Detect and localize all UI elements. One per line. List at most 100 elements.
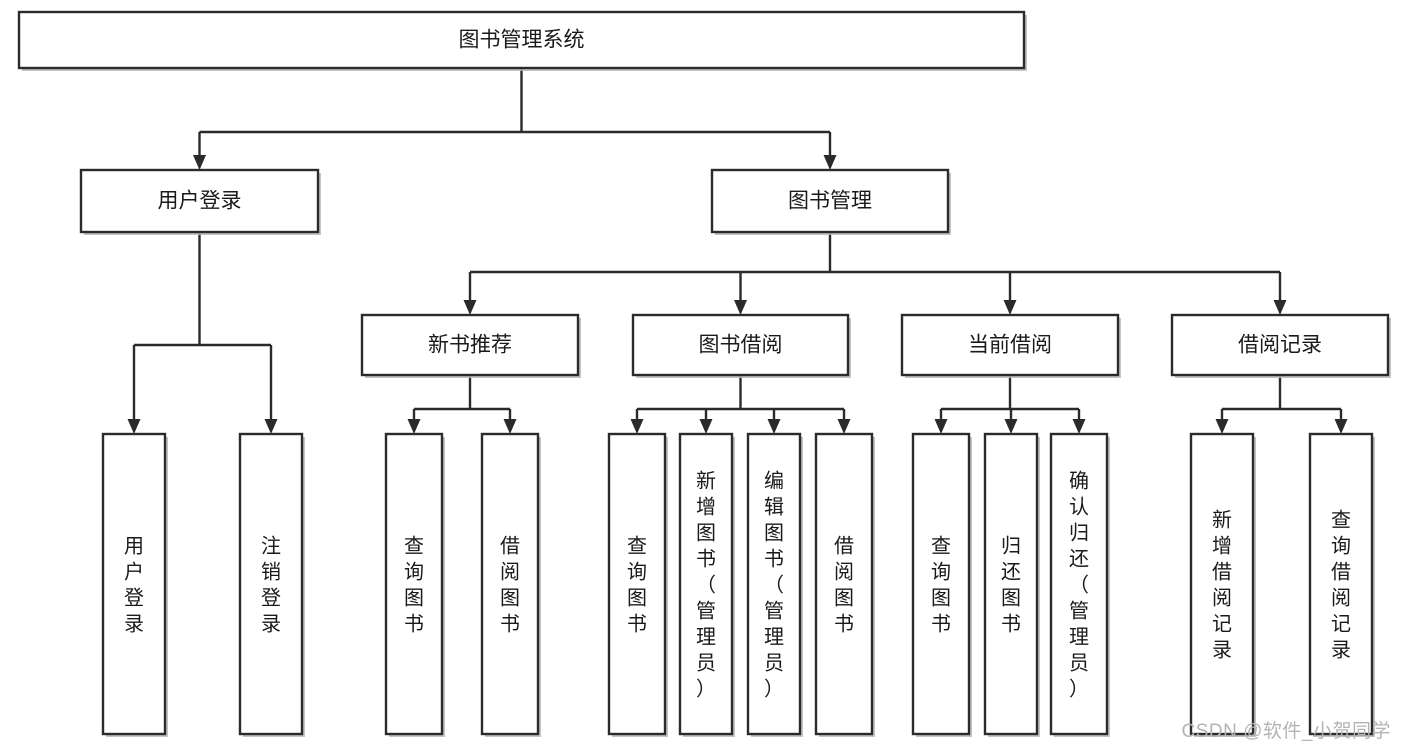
book-management-to-level3-arrow-1 bbox=[734, 300, 747, 315]
current-borrow-arrow-0 bbox=[934, 419, 948, 434]
current-borrow-arrow-1 bbox=[1004, 419, 1018, 434]
svg-text:图: 图 bbox=[764, 522, 784, 544]
current-borrow-arrow-2 bbox=[1072, 419, 1086, 434]
svg-text:书: 书 bbox=[834, 612, 854, 635]
node-box-current-borrow[interactable] bbox=[900, 313, 1120, 377]
svg-text:归: 归 bbox=[1069, 521, 1089, 544]
svg-text:书: 书 bbox=[627, 612, 647, 635]
node-boxes: 图书管理系统用户登录图书管理新书推荐图书借阅当前借阅借阅记录用户登录注销登录查询… bbox=[17, 10, 1391, 737]
svg-text:）: ） bbox=[764, 677, 784, 700]
leaf-box-user-login-1[interactable] bbox=[238, 432, 304, 736]
svg-text:辑: 辑 bbox=[764, 495, 784, 518]
svg-text:询: 询 bbox=[1331, 534, 1351, 557]
svg-text:录: 录 bbox=[1212, 639, 1232, 661]
leaf-box-book-borrow-3[interactable] bbox=[814, 432, 874, 736]
borrow-record-arrow-1 bbox=[1334, 419, 1348, 434]
node-label-book-management: 图书管理 bbox=[788, 190, 872, 213]
leaf-box-current-borrow-0[interactable] bbox=[911, 432, 971, 736]
svg-text:图: 图 bbox=[627, 587, 647, 609]
book-management-to-level3-arrow-3 bbox=[1273, 300, 1287, 315]
svg-text:户: 户 bbox=[124, 560, 144, 583]
svg-text:（: （ bbox=[1069, 573, 1089, 596]
book-borrow-arrow-0 bbox=[630, 419, 644, 434]
svg-text:编: 编 bbox=[764, 469, 784, 492]
svg-text:借: 借 bbox=[834, 534, 854, 557]
node-label-user-login: 用户登录 bbox=[158, 190, 242, 213]
svg-text:新: 新 bbox=[1212, 508, 1232, 531]
svg-text:图: 图 bbox=[696, 522, 716, 544]
book-management-to-level3-arrow-0 bbox=[463, 300, 477, 315]
svg-text:管: 管 bbox=[1069, 599, 1089, 622]
svg-text:登: 登 bbox=[261, 586, 281, 609]
node-box-new-book-recommend[interactable] bbox=[360, 313, 580, 377]
leaf-box-current-borrow-2[interactable] bbox=[1049, 432, 1109, 736]
node-label-current-borrow: 当前借阅 bbox=[968, 334, 1052, 357]
svg-text:书: 书 bbox=[931, 612, 951, 635]
svg-text:认: 认 bbox=[1069, 495, 1089, 518]
svg-text:询: 询 bbox=[931, 560, 951, 583]
book-borrow-arrow-2 bbox=[767, 419, 781, 434]
svg-text:查: 查 bbox=[404, 534, 424, 557]
svg-text:登: 登 bbox=[124, 586, 144, 609]
svg-text:管: 管 bbox=[764, 599, 784, 622]
node-box-user-login[interactable] bbox=[79, 168, 320, 234]
leaf-box-book-borrow-2[interactable] bbox=[746, 432, 802, 736]
svg-text:图: 图 bbox=[931, 587, 951, 609]
svg-text:图: 图 bbox=[404, 587, 424, 609]
svg-text:阅: 阅 bbox=[1212, 586, 1232, 609]
svg-text:书: 书 bbox=[1001, 612, 1021, 635]
svg-text:确: 确 bbox=[1069, 469, 1089, 492]
leaf-box-borrow-record-0[interactable] bbox=[1189, 432, 1255, 736]
svg-text:理: 理 bbox=[764, 626, 784, 648]
root-to-level2-arrow-0 bbox=[193, 155, 206, 170]
node-label-new-book-recommend: 新书推荐 bbox=[428, 334, 512, 357]
leaf-box-book-borrow-1[interactable] bbox=[678, 432, 734, 736]
svg-text:还: 还 bbox=[1001, 560, 1021, 583]
svg-text:增: 增 bbox=[696, 495, 716, 518]
svg-text:图: 图 bbox=[500, 587, 520, 609]
node-box-book-borrow[interactable] bbox=[631, 313, 850, 377]
svg-text:录: 录 bbox=[261, 613, 281, 635]
leaf-box-current-borrow-1[interactable] bbox=[983, 432, 1039, 736]
svg-text:录: 录 bbox=[124, 613, 144, 635]
svg-text:（: （ bbox=[764, 573, 784, 596]
root-to-level2-arrow-1 bbox=[823, 155, 837, 170]
new-book-recommend-arrow-0 bbox=[407, 419, 421, 434]
root-node-box[interactable] bbox=[17, 10, 1026, 70]
svg-text:借: 借 bbox=[1212, 560, 1232, 583]
svg-text:阅: 阅 bbox=[1331, 586, 1351, 609]
svg-text:图: 图 bbox=[1001, 587, 1021, 609]
svg-text:理: 理 bbox=[696, 626, 716, 648]
node-box-borrow-record[interactable] bbox=[1170, 313, 1390, 377]
svg-text:书: 书 bbox=[764, 547, 784, 570]
leaf-box-borrow-record-1[interactable] bbox=[1308, 432, 1374, 736]
borrow-record-arrow-0 bbox=[1215, 419, 1229, 434]
svg-text:询: 询 bbox=[627, 560, 647, 583]
svg-text:用: 用 bbox=[124, 535, 144, 557]
svg-text:借: 借 bbox=[500, 534, 520, 557]
connector-lines bbox=[127, 68, 1348, 434]
leaf-box-user-login-0[interactable] bbox=[101, 432, 167, 736]
svg-text:销: 销 bbox=[261, 560, 281, 583]
svg-text:归: 归 bbox=[1001, 534, 1021, 557]
leaf-box-book-borrow-0[interactable] bbox=[607, 432, 667, 736]
svg-text:管: 管 bbox=[696, 599, 716, 622]
new-book-recommend-arrow-1 bbox=[503, 419, 517, 434]
svg-text:注: 注 bbox=[261, 534, 281, 557]
svg-text:借: 借 bbox=[1331, 560, 1351, 583]
node-box-book-management[interactable] bbox=[710, 168, 950, 234]
leaf-box-new-book-recommend-1[interactable] bbox=[480, 432, 540, 736]
leaf-box-new-book-recommend-0[interactable] bbox=[384, 432, 444, 736]
svg-text:（: （ bbox=[696, 573, 716, 596]
svg-text:还: 还 bbox=[1069, 547, 1089, 570]
svg-text:图: 图 bbox=[834, 587, 854, 609]
